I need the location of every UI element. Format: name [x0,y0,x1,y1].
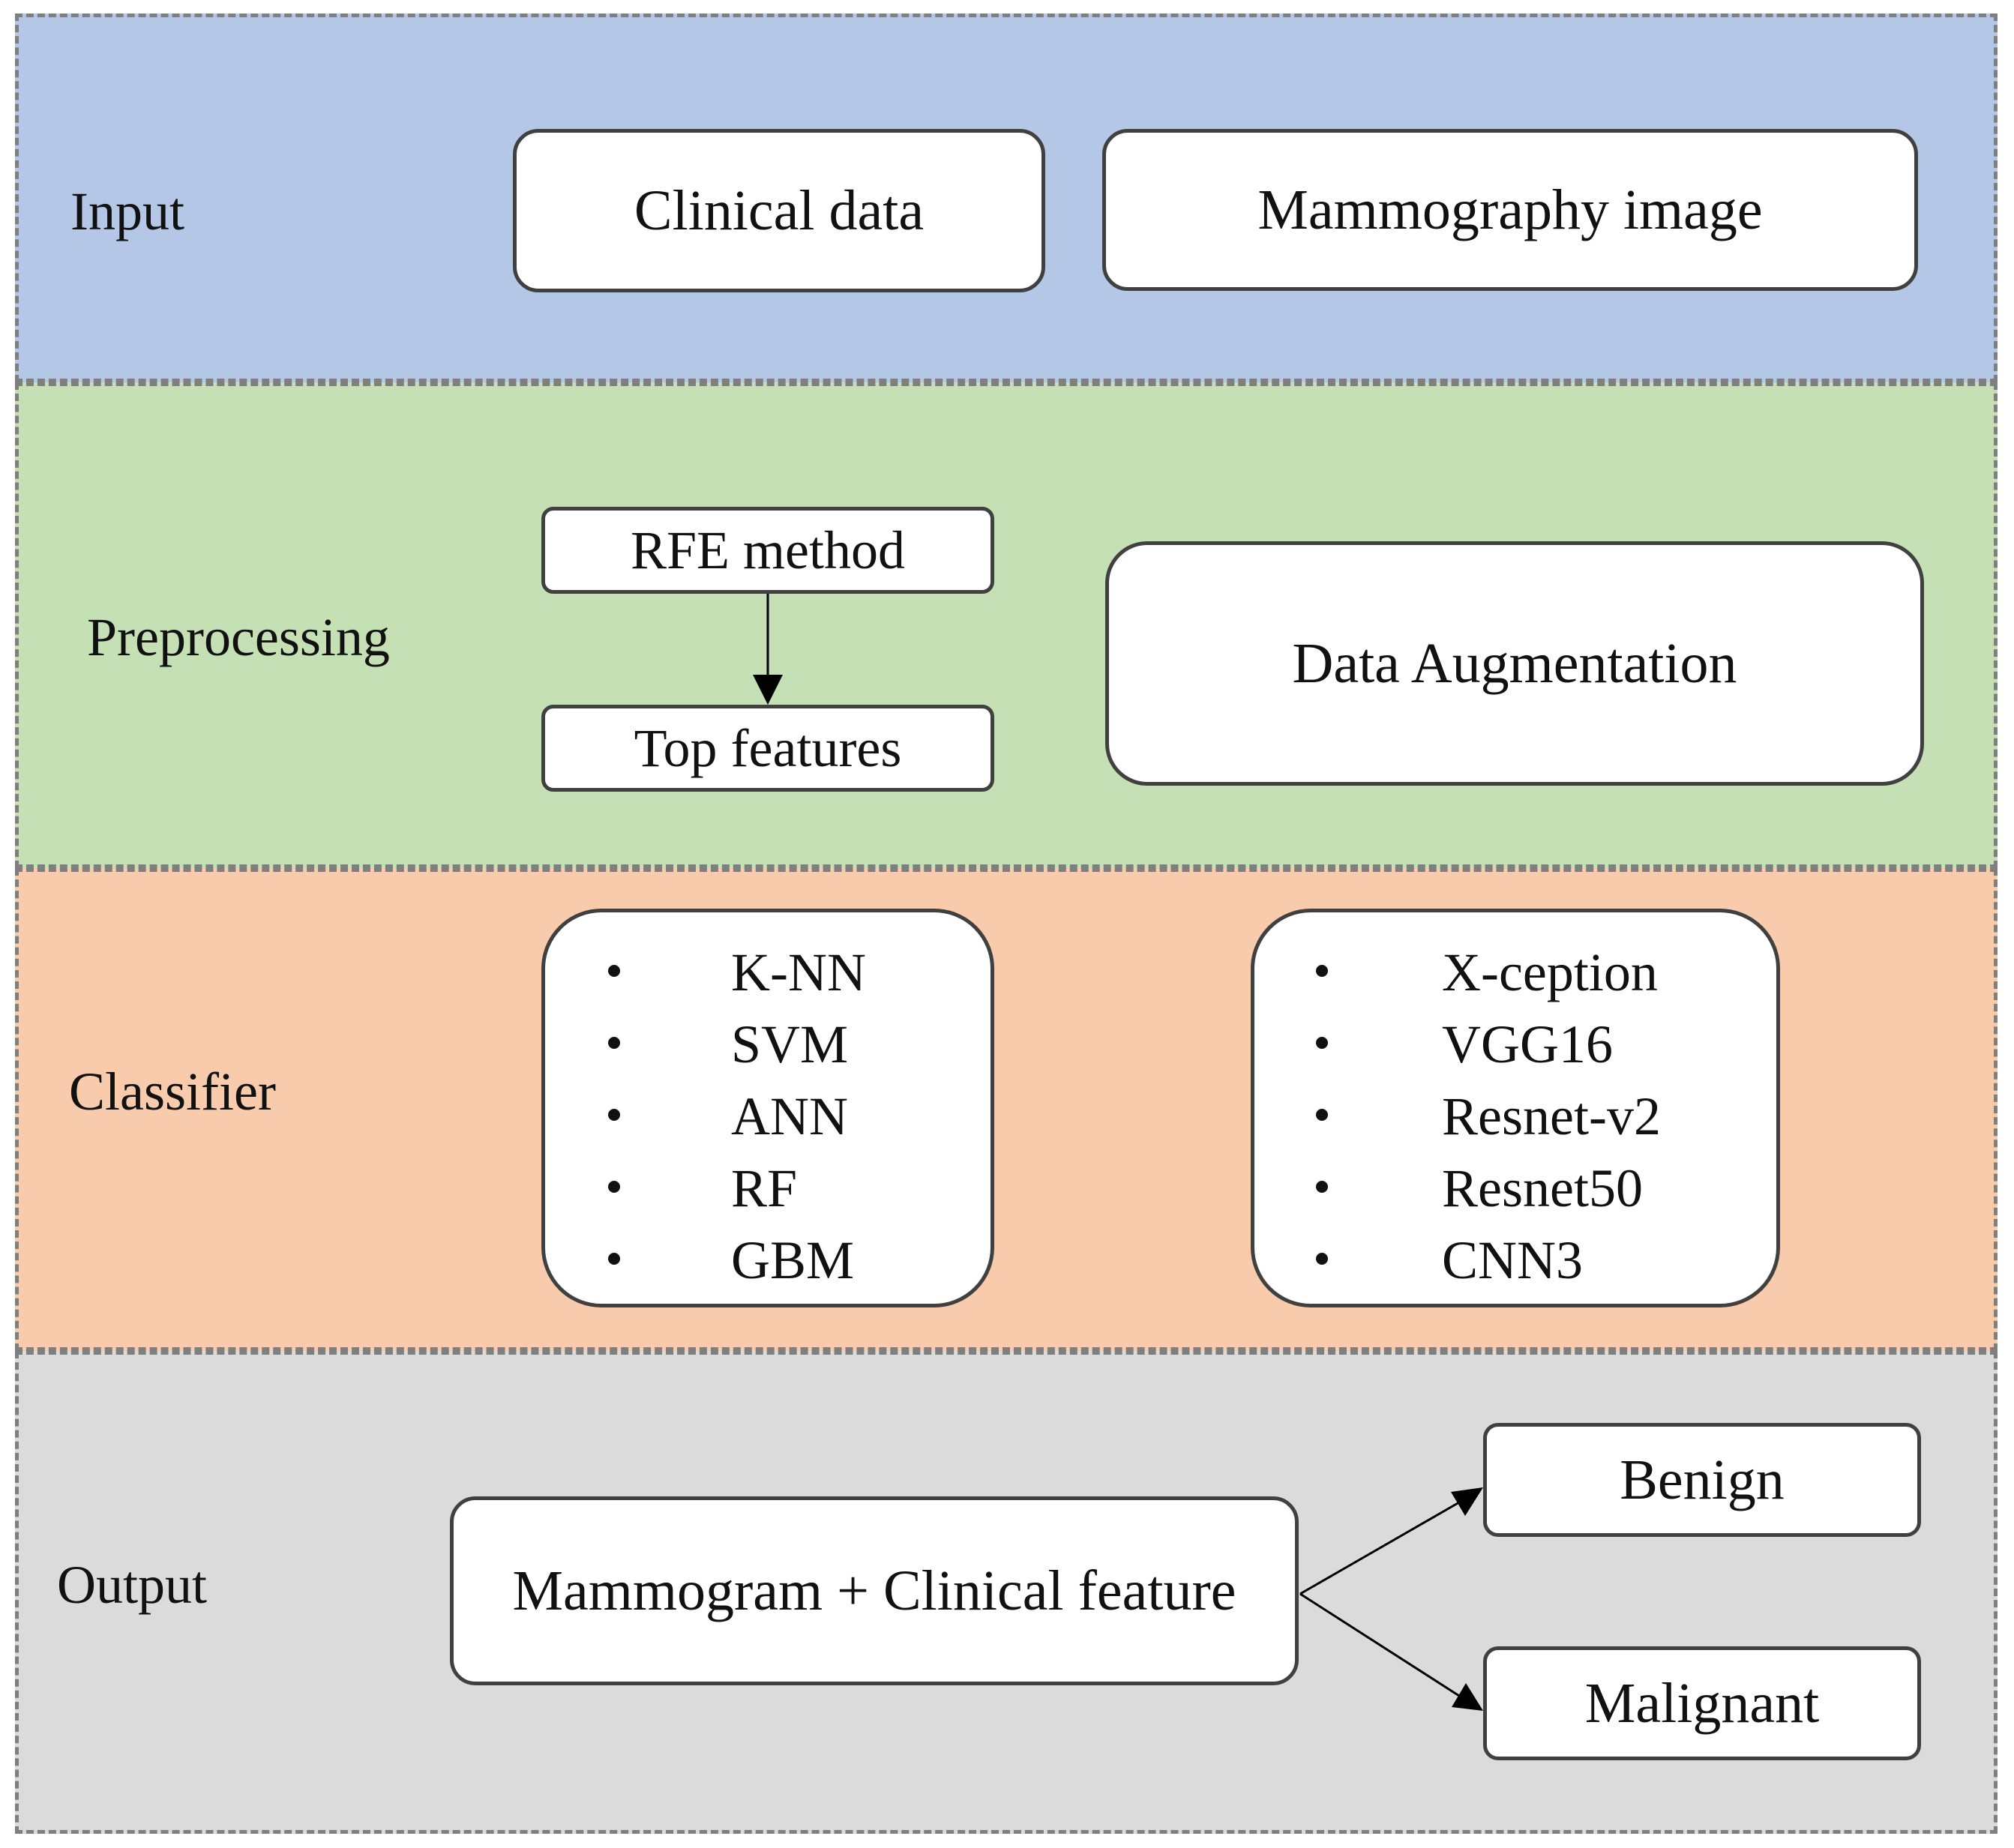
ml-model-item: RF [731,1158,798,1218]
ml-model-item: ANN [731,1086,848,1146]
list-bullet [608,1109,620,1121]
list-bullet [1316,1181,1328,1193]
list-bullet [1316,965,1328,977]
list-bullet [608,1253,620,1265]
dl-model-item: CNN3 [1442,1230,1584,1290]
output-stage-label: Output [57,1555,208,1615]
list-bullet [608,1037,620,1049]
top-features-box: Top features [541,705,994,792]
data-augmentation-box: Data Augmentation [1105,541,1924,786]
dl-model-item: VGG16 [1442,1014,1613,1074]
benign-box: Benign [1483,1423,1921,1537]
ml-model-item: K-NN [731,942,866,1002]
ml-model-item: GBM [731,1230,855,1290]
list-bullet [1316,1037,1328,1049]
ml-classifier-list-box: K-NN SVM ANN RF GBM [541,909,994,1307]
mammogram-clinical-feature-box: Mammogram + Clinical feature [450,1496,1299,1685]
preprocessing-stage-label: Preprocessing [87,607,390,667]
malignant-box: Malignant [1483,1646,1921,1760]
list-bullet [608,1181,620,1193]
dl-model-item: X-ception [1442,942,1658,1002]
list-bullet [1316,1253,1328,1265]
list-bullet [608,965,620,977]
input-stage-label: Input [70,181,184,241]
dl-model-item: Resnet-v2 [1442,1086,1661,1146]
dl-classifier-list-box: X-ception VGG16 Resnet-v2 Resnet50 CNN3 [1251,909,1780,1307]
list-bullet [1316,1109,1328,1121]
mammography-image-box: Mammography image [1102,129,1918,291]
clinical-data-box: Clinical data [513,129,1045,292]
rfe-method-box: RFE method [541,507,994,594]
classifier-stage-label: Classifier [69,1062,276,1122]
dl-model-item: Resnet50 [1442,1158,1643,1218]
ml-model-item: SVM [731,1014,849,1074]
